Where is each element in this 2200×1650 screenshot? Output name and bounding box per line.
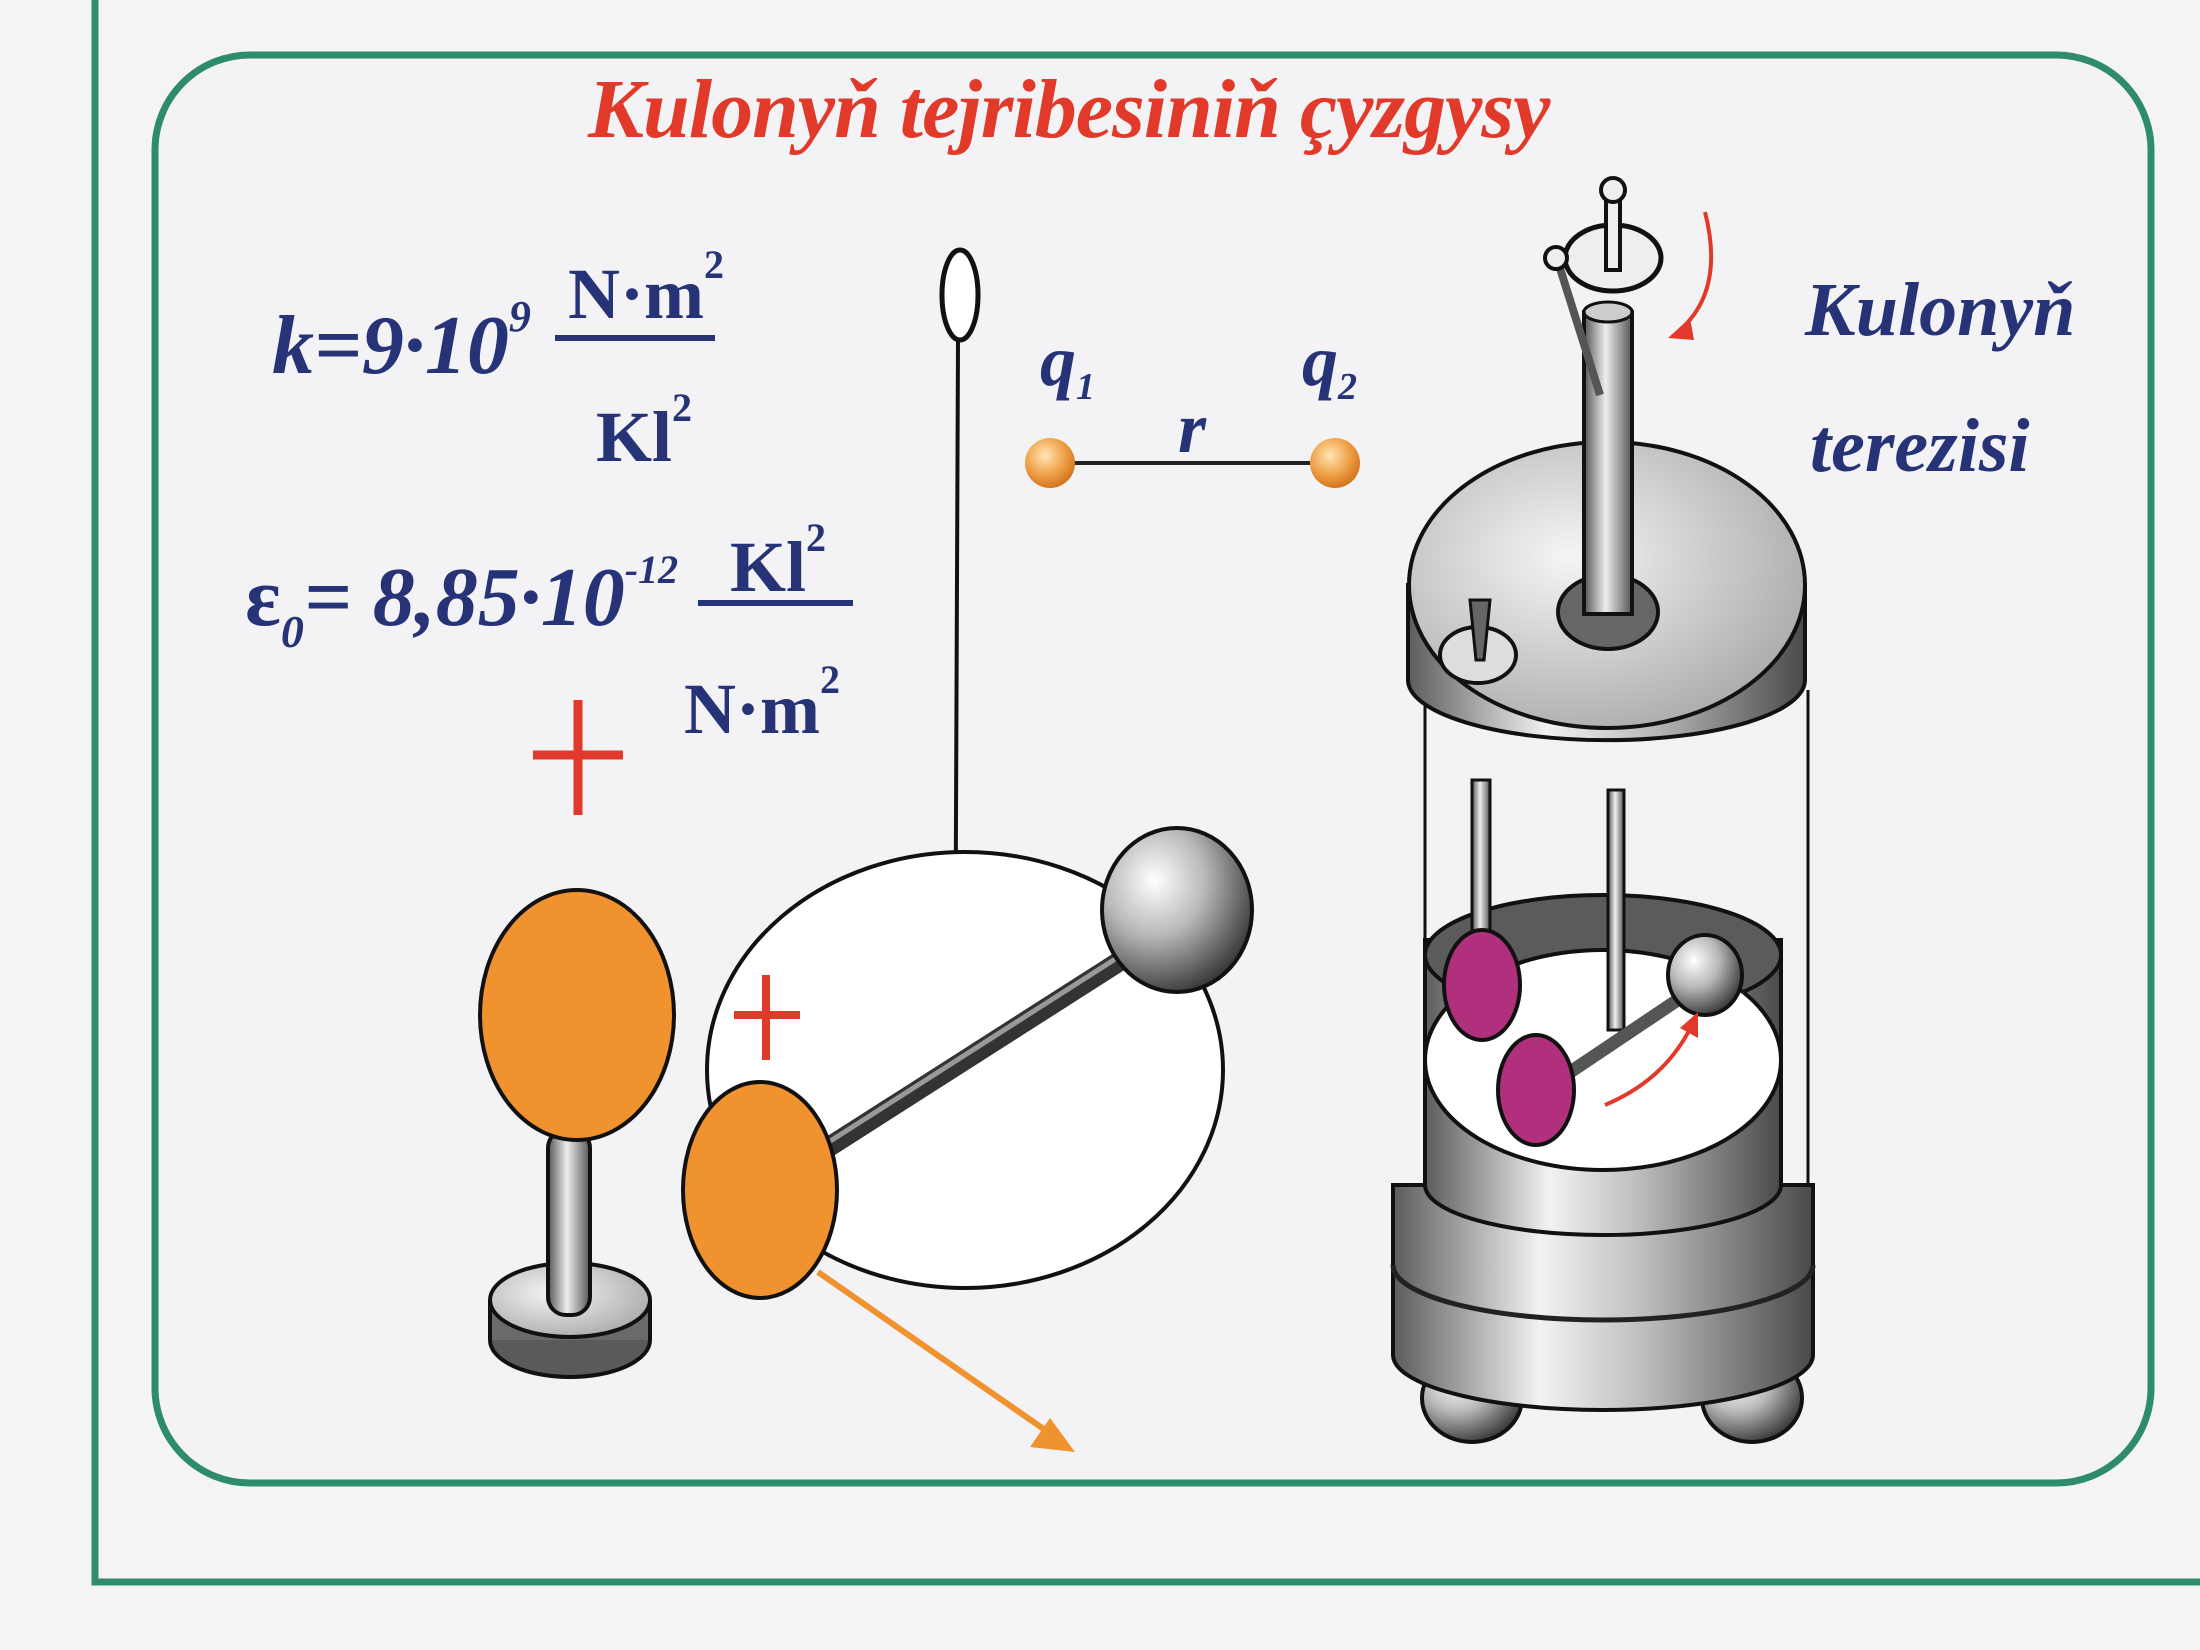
base-cylinder: [1391, 1183, 1815, 1412]
coulomb-balance: [1390, 176, 1816, 1444]
q1-letter: q: [1040, 321, 1076, 401]
formula-eps-sub: 0: [280, 606, 304, 657]
pointer-knob: [1543, 245, 1569, 271]
formula-k-den-exp: 2: [672, 385, 693, 430]
tube-top: [1582, 300, 1634, 324]
formula-eps-den-exp: 2: [819, 657, 840, 702]
right-rod: [1606, 788, 1626, 1032]
formula-k-value: k=9·10: [272, 299, 509, 392]
formula-eps-symbol: ε: [245, 551, 281, 644]
plus-sign-small: [734, 975, 800, 1060]
torsion-apparatus: [681, 247, 1254, 1452]
inner-counterweight: [1666, 933, 1744, 1017]
diagram-title: Kulonyň tejribesiniň çyzgysy: [588, 63, 1550, 156]
formula-eps-denominator: N·m2: [684, 657, 840, 746]
formula-eps-num-base: Kl: [730, 527, 807, 607]
q1-label: q1: [1040, 325, 1095, 406]
counterweight-ball: [1100, 826, 1254, 994]
base-band: [1390, 1264, 1816, 1323]
r-label: r: [1178, 388, 1207, 468]
beam-highlight: [783, 937, 1147, 1173]
formula-k-num-exp: 2: [703, 242, 724, 287]
formula-k-num-base: N·m: [568, 254, 704, 334]
formula-k-numerator: N·m2: [568, 242, 724, 331]
torsion-beam: [775, 935, 1155, 1185]
charge-pair-diagram: [1025, 438, 1360, 488]
fixed-charge-stand: [478, 888, 676, 1379]
q2-ball: [1310, 438, 1360, 488]
fixed-charged-ball: [478, 888, 676, 1142]
formula-k-exponent: 9: [508, 292, 531, 341]
q2-label: q2: [1302, 325, 1357, 406]
plus-sign-large: [533, 700, 623, 815]
formula-eps-numerator: Kl2: [730, 515, 827, 604]
q1-subscript: 1: [1076, 366, 1095, 408]
formula-k-lhs: k=9·109: [272, 295, 531, 388]
left-rod: [1470, 778, 1492, 952]
pointer-arm: [1554, 260, 1604, 397]
stand-rod: [546, 1128, 592, 1317]
formula-k-den-base: Kl: [596, 397, 673, 477]
suspension-loop: [939, 247, 981, 343]
formula-eps-den-base: N·m: [684, 669, 820, 749]
beam-charged-ball: [681, 1080, 839, 1300]
inner-rotation-arrow: [1604, 1024, 1694, 1107]
device-label-line1: Kulonyň: [1805, 268, 2076, 352]
device-label-line2: terezisi: [1810, 404, 2030, 488]
formula-eps-fraction-bar: [698, 600, 853, 606]
torsion-head-knob: [1599, 176, 1627, 204]
formula-k-fraction-bar: [555, 335, 715, 341]
formula-eps-num-exp: 2: [806, 515, 827, 560]
force-arrow-head: [1030, 1418, 1075, 1452]
head-rotation-arrow-head: [1668, 318, 1694, 340]
magenta-ball-fixed: [1442, 928, 1522, 1042]
q2-subscript: 2: [1338, 366, 1357, 408]
top-knob-pin: [1468, 598, 1492, 662]
q2-letter: q: [1302, 321, 1338, 401]
q1-ball: [1025, 438, 1075, 488]
formula-eps-value: = 8,85·10: [303, 551, 625, 644]
formula-eps-exponent: -12: [624, 547, 679, 592]
torsion-head-stem: [1604, 198, 1622, 272]
magenta-ball-beam: [1496, 1033, 1576, 1147]
formula-eps-lhs: ε0= 8,85·10-12: [245, 550, 678, 655]
force-arrow-line: [816, 1269, 1047, 1433]
inner-rotation-arrow-head: [1680, 1012, 1698, 1038]
formula-k-denominator: Kl2: [596, 385, 693, 474]
outer-frame: [91, 0, 2200, 1586]
